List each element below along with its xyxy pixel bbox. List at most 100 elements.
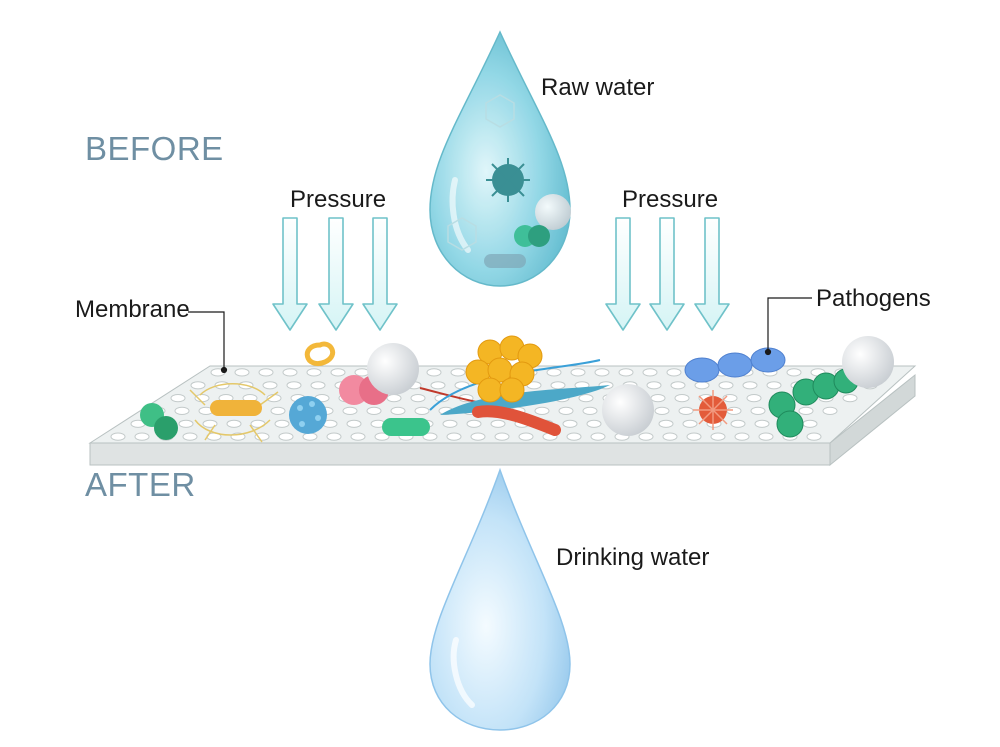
after-label: AFTER [85, 466, 196, 503]
membrane-pore [270, 406, 286, 415]
membrane-pore [566, 432, 582, 441]
virus-icon [486, 158, 530, 202]
membrane-pore [134, 432, 150, 441]
down-arrow-icon [362, 217, 398, 331]
membrane-pore [550, 381, 566, 390]
membrane-pore [674, 394, 690, 403]
membrane-pore [766, 381, 782, 390]
membrane-pore [666, 368, 682, 377]
membrane-pore [734, 432, 750, 441]
membrane-pore [310, 381, 326, 390]
membrane-pore [842, 394, 858, 403]
membrane-leader-dot [220, 366, 228, 374]
down-arrow-icon [605, 217, 641, 331]
pathogens-leader-dot [764, 348, 772, 356]
membrane-pore [226, 419, 242, 428]
membrane-pore [694, 381, 710, 390]
membrane-pore [578, 394, 594, 403]
membrane-pore [178, 419, 194, 428]
bacteria-icon [528, 225, 550, 247]
raw-water-label: Raw water [541, 74, 655, 101]
membrane-pore [658, 419, 674, 428]
membrane-pore [730, 419, 746, 428]
membrane-pore [346, 419, 362, 428]
drinking-water-drop-icon [429, 467, 571, 731]
membrane-pore [390, 406, 406, 415]
membrane-pore [470, 432, 486, 441]
membrane-pore [534, 406, 550, 415]
membrane-pore [750, 406, 766, 415]
membrane-pore [618, 368, 634, 377]
membrane-pore [354, 368, 370, 377]
membrane-pore [710, 432, 726, 441]
membrane-pore [670, 381, 686, 390]
membrane-pore [754, 419, 770, 428]
membrane-pore [742, 381, 758, 390]
pressure-label-left: Pressure [290, 186, 387, 213]
membrane-pore [726, 406, 742, 415]
down-arrow-icon [318, 217, 354, 331]
membrane-pore [682, 419, 698, 428]
membrane-pore [590, 432, 606, 441]
virus-icon [693, 390, 733, 430]
membrane-pore [414, 406, 430, 415]
membrane-pore [518, 432, 534, 441]
raw-water-drop-icon [429, 30, 571, 287]
drinking-water-label: Drinking water [556, 544, 710, 571]
membrane-pore [422, 432, 438, 441]
membrane-pore [342, 406, 358, 415]
bacteria-icon [484, 254, 526, 268]
membrane-pore [798, 406, 814, 415]
membrane-pore [642, 368, 658, 377]
membrane-pore [654, 406, 670, 415]
membrane-pore [278, 432, 294, 441]
membrane-pore [758, 432, 774, 441]
membrane-pore [650, 394, 666, 403]
membrane-pore [446, 432, 462, 441]
membrane-pore [786, 368, 802, 377]
pathogens-label: Pathogens [816, 285, 931, 312]
membrane-pore [410, 394, 426, 403]
membrane-pore [546, 368, 562, 377]
down-arrow-icon [694, 217, 730, 331]
membrane-pore [746, 394, 762, 403]
membrane-pore [678, 406, 694, 415]
membrane-pore [366, 406, 382, 415]
before-label: BEFORE [85, 130, 224, 167]
membrane-pore [274, 419, 290, 428]
down-arrow-icon [272, 217, 308, 331]
membrane-pore [182, 432, 198, 441]
membrane-pore [662, 432, 678, 441]
membrane-pore [286, 381, 302, 390]
membrane-pore [282, 368, 298, 377]
membrane-pore [638, 432, 654, 441]
membrane-pore [562, 419, 578, 428]
membrane-pore [582, 406, 598, 415]
membrane-pore [646, 381, 662, 390]
membrane-pore [110, 432, 126, 441]
membrane-pore [806, 432, 822, 441]
membrane-pore [306, 368, 322, 377]
membrane-pore [426, 368, 442, 377]
pressure-arrows-right [605, 217, 730, 331]
membrane-pore [686, 432, 702, 441]
membrane-pore [262, 381, 278, 390]
membrane-pore [174, 406, 190, 415]
membrane-pore [326, 432, 342, 441]
membrane-pore [466, 419, 482, 428]
membrane-pore [586, 419, 602, 428]
membrane-pore [234, 368, 250, 377]
membrane-pore [374, 432, 390, 441]
pressure-arrows-left [272, 217, 398, 331]
membrane-pore [802, 419, 818, 428]
membrane-pore [494, 432, 510, 441]
down-arrow-icon [649, 217, 685, 331]
membrane-pore [570, 368, 586, 377]
membrane-pore [594, 368, 610, 377]
bacteriophage-icon [447, 94, 515, 251]
pressure-label-right: Pressure [622, 186, 719, 213]
membrane-pore [258, 368, 274, 377]
membrane-pore [490, 419, 506, 428]
membrane-pore [718, 381, 734, 390]
